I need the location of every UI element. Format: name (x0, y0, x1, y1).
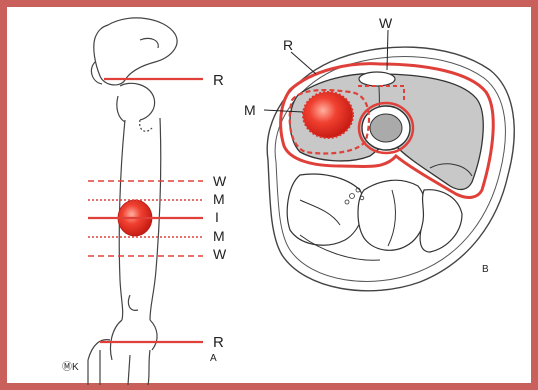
label-w-lower: W (213, 246, 227, 262)
panel-b-label-r: R (283, 37, 293, 53)
label-w-upper: W (213, 173, 227, 189)
panel-b-letter: B (482, 264, 489, 275)
label-m-lower: M (213, 228, 225, 244)
panel-a-letter: A (210, 353, 217, 364)
label-m-upper: M (213, 191, 225, 207)
panel-b-tumor (303, 92, 353, 138)
label-i: I (215, 209, 219, 225)
panel-b-label-w: W (379, 15, 393, 31)
panel-a-corner-mark: ⓂK (62, 361, 79, 373)
label-r-bottom: R (213, 334, 224, 351)
panel-b-label-m: M (244, 102, 256, 118)
label-r-top: R (213, 72, 224, 89)
